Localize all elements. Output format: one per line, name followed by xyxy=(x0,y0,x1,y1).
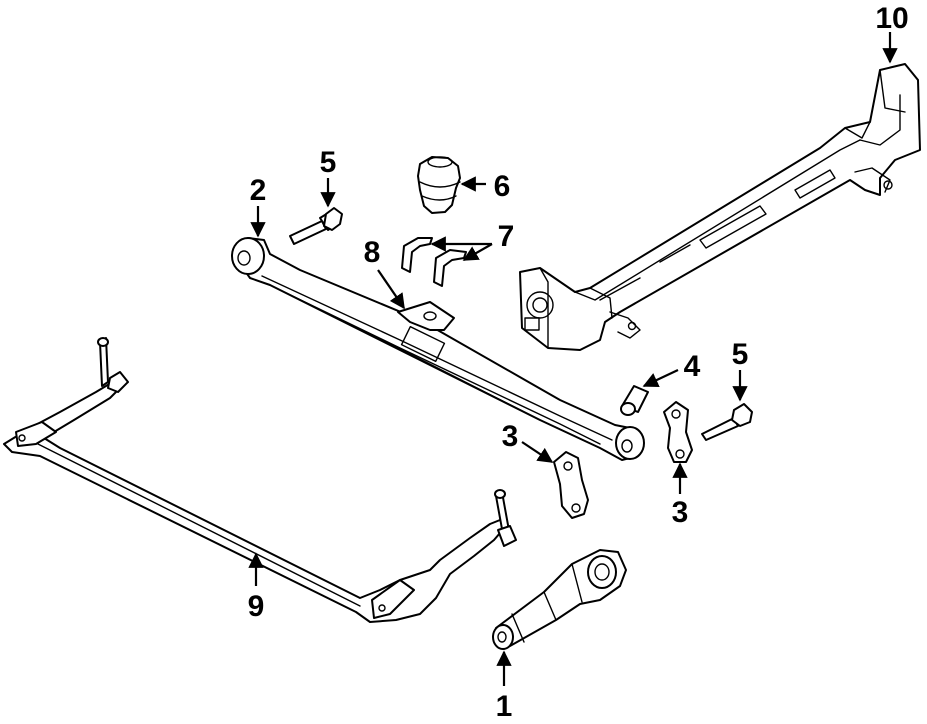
callout-9: 9 xyxy=(248,590,265,623)
leaf-spring-part xyxy=(231,237,645,461)
callout-1: 1 xyxy=(496,690,513,723)
u-bolt-part xyxy=(401,237,467,287)
callout-5b: 5 xyxy=(732,338,749,371)
callout-3a: 3 xyxy=(502,420,519,453)
spring-plate-part xyxy=(397,301,455,331)
callout-5a: 5 xyxy=(320,146,337,179)
bump-stop-part xyxy=(417,156,461,214)
crossmember-part xyxy=(519,63,921,351)
shock-absorber-part xyxy=(492,549,627,650)
stabilizer-bar-part xyxy=(3,337,517,623)
leader-3a xyxy=(521,441,554,463)
callout-6: 6 xyxy=(494,170,511,203)
bushing-part xyxy=(620,385,649,416)
callout-10: 10 xyxy=(875,2,908,35)
leader-7b xyxy=(462,243,493,261)
callout-3b: 3 xyxy=(672,496,689,529)
leader-8 xyxy=(377,269,405,310)
callout-7: 7 xyxy=(498,220,515,253)
callout-2: 2 xyxy=(250,174,267,207)
callout-4: 4 xyxy=(684,350,701,383)
callout-8: 8 xyxy=(364,236,381,269)
leader-4 xyxy=(642,369,679,388)
bolt-part-upper xyxy=(289,207,343,245)
bolt-part-lower xyxy=(701,403,753,441)
shackle-part-right xyxy=(663,401,693,463)
shackle-part-left xyxy=(553,451,589,519)
